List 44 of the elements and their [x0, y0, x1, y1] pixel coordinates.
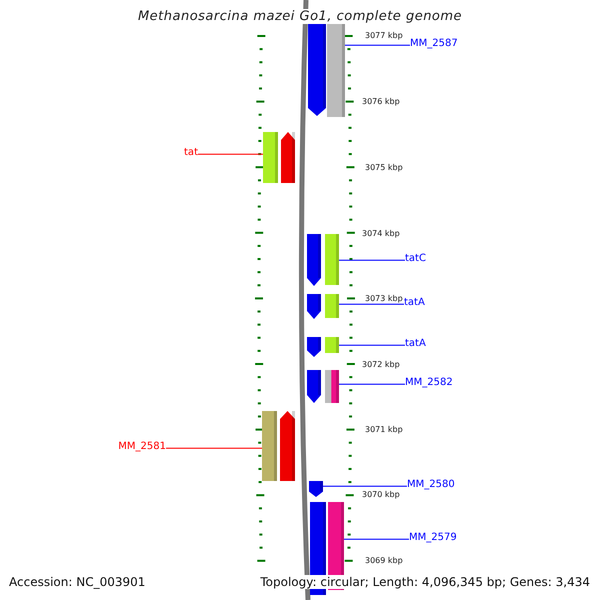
leader-line — [344, 44, 410, 46]
gene-label: MM_2582 — [405, 377, 453, 389]
footer-note: Topology: circular; Length: 4,096,345 bp; Genes: 3,434 — [260, 575, 590, 589]
gene-bar — [327, 22, 345, 117]
gene-bar — [325, 370, 339, 403]
scale-label: 3073 kbp — [365, 294, 403, 304]
gene-label: tatA — [404, 297, 425, 309]
gene-label: tatC — [405, 253, 426, 265]
leader-line — [338, 260, 406, 261]
leader-line — [338, 304, 404, 305]
scale-label: 3074 kbp — [362, 229, 400, 239]
gene-bar — [263, 132, 278, 183]
scale-label: 3075 kbp — [365, 163, 403, 173]
leader-line — [198, 154, 264, 155]
scale-label: 3077 kbp — [365, 31, 403, 41]
gene-bar — [325, 294, 339, 318]
gene-block — [308, 22, 326, 116]
gene-bar — [325, 234, 339, 285]
scale-label: 3076 kbp — [362, 97, 400, 107]
leader-line — [338, 384, 406, 385]
scale-label: 3071 kbp — [365, 425, 403, 435]
gene-block — [309, 481, 323, 497]
gene-block — [307, 294, 321, 319]
gene-block — [307, 337, 321, 357]
gene-bar — [325, 337, 339, 353]
gene-label: tat — [184, 147, 198, 159]
scale-label: 3070 kbp — [362, 490, 400, 500]
gene-block — [281, 132, 295, 183]
footer-note: Accession: NC_003901 — [9, 575, 146, 589]
leader-line — [166, 448, 262, 449]
gene-block — [307, 234, 321, 286]
scale-label: 3069 kbp — [365, 556, 403, 566]
scale-label: 3072 kbp — [362, 360, 400, 370]
gene-block — [307, 370, 321, 403]
gene-label: MM_2587 — [410, 38, 458, 50]
gene-label: MM_2580 — [407, 479, 455, 491]
gene-block — [280, 411, 295, 481]
leader-line — [338, 344, 406, 346]
gene-label: tatA — [405, 338, 426, 350]
gene-bar — [262, 411, 277, 481]
gene-label: MM_2581 — [118, 441, 166, 453]
gene-label: MM_2579 — [409, 532, 457, 544]
leader-line — [344, 538, 410, 540]
leader-line — [322, 486, 408, 487]
